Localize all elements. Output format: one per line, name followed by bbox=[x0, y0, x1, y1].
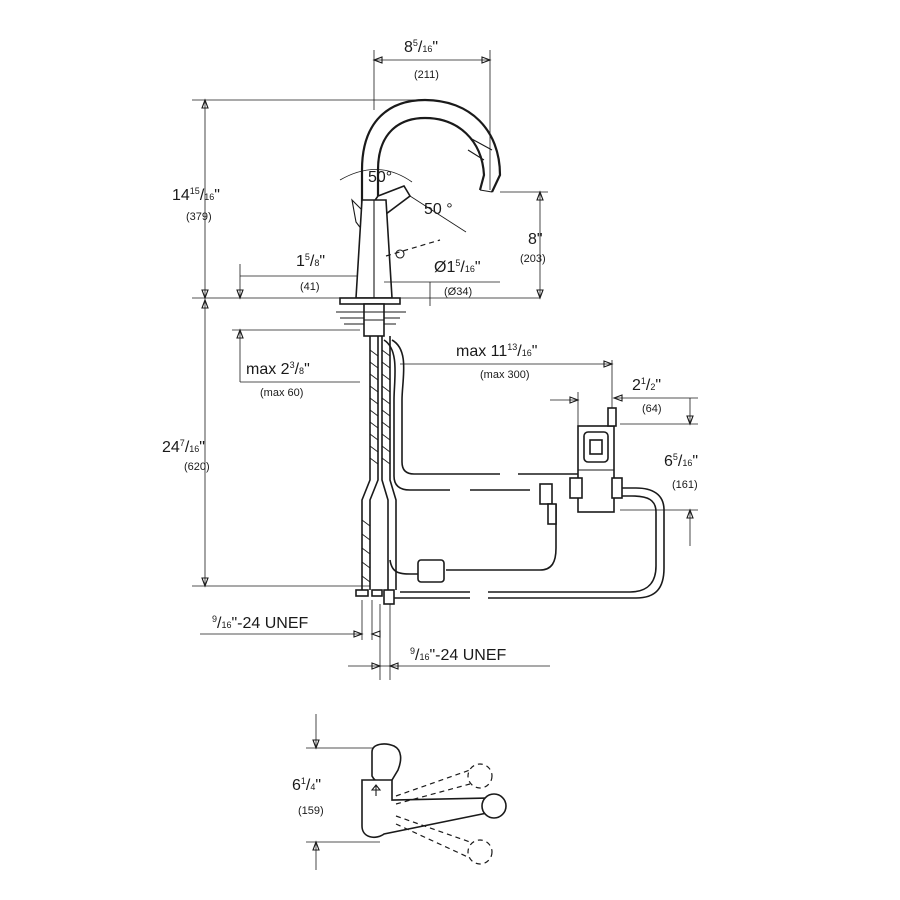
spout-tip bbox=[479, 189, 493, 193]
arrows-thread-right bbox=[371, 662, 399, 670]
escutcheon bbox=[339, 297, 401, 305]
top-view-arrow bbox=[370, 784, 382, 791]
control-box bbox=[569, 407, 623, 513]
thread-connector-center bbox=[371, 589, 383, 597]
thread-connector-left bbox=[355, 589, 369, 597]
lever-swing-line bbox=[385, 239, 441, 257]
top-view-base bbox=[361, 779, 493, 839]
label-total-height: 1415/16" bbox=[172, 186, 220, 204]
label-box-width: 21/2" bbox=[632, 376, 661, 394]
hoses bbox=[355, 336, 665, 605]
label-deck: max 23/8" bbox=[246, 360, 310, 378]
dimension-lines bbox=[192, 50, 698, 680]
label-reach-mm: (211) bbox=[414, 69, 439, 81]
arrows-reach bbox=[372, 56, 492, 64]
label-hose-length: 247/16" bbox=[162, 438, 205, 456]
arrows-box-width bbox=[569, 394, 623, 404]
label-thread-left: 9/16"-24 UNEF bbox=[212, 614, 309, 632]
label-spout-height-mm: (203) bbox=[520, 253, 546, 265]
arrows-spout-height bbox=[536, 190, 544, 300]
control-box-outlet bbox=[611, 477, 623, 499]
power-cable bbox=[389, 559, 440, 575]
spout-angle-arc bbox=[339, 169, 413, 183]
label-box-distance-mm: (max 300) bbox=[480, 369, 530, 381]
spout-inner bbox=[376, 116, 486, 300]
label-thread-right: 9/16"-24 UNEF bbox=[410, 646, 507, 664]
label-angle-spout: 50° bbox=[368, 169, 392, 186]
top-view-lever-end bbox=[481, 793, 507, 819]
supply-hose-right-2 bbox=[389, 336, 397, 590]
label-box-height: 65/16" bbox=[664, 452, 698, 470]
sensor-cable bbox=[391, 339, 500, 475]
arrows-hose-length bbox=[201, 298, 209, 588]
power-cable-out bbox=[446, 504, 557, 571]
top-view-swing-upper bbox=[395, 769, 471, 805]
lever-angle-arc bbox=[409, 195, 467, 233]
label-base-offset: 15/8" bbox=[296, 252, 325, 270]
label-box-distance: max 1113/16" bbox=[456, 342, 537, 360]
control-box-bracket bbox=[607, 407, 617, 427]
control-box-inlet bbox=[569, 477, 583, 499]
supply-hose-right bbox=[381, 336, 389, 590]
arrows-total-height bbox=[201, 98, 209, 300]
top-view-swing-upper-end bbox=[467, 763, 493, 789]
sensor-cable-b bbox=[383, 339, 450, 491]
top-view-spout bbox=[371, 743, 402, 785]
label-angle-lever: 50 ° bbox=[424, 201, 453, 218]
arrows-top-view bbox=[312, 739, 320, 851]
braid-texture bbox=[361, 349, 391, 583]
label-box-width-mm: (64) bbox=[642, 403, 662, 415]
outlet-hose-2 bbox=[400, 495, 657, 593]
supply-hose-left-2 bbox=[369, 336, 379, 590]
label-diameter: Ø15/16" bbox=[434, 258, 481, 276]
lever-pivot bbox=[395, 249, 405, 259]
label-top-view-depth-mm: (159) bbox=[298, 805, 324, 817]
arrows-box-height bbox=[686, 415, 694, 519]
power-supply-module bbox=[417, 559, 445, 583]
arrow-base-offset bbox=[236, 289, 244, 300]
arrow-deck bbox=[236, 328, 244, 339]
outlet-connector bbox=[383, 589, 395, 605]
label-spout-height: 8" bbox=[528, 231, 543, 248]
dimension-labels: 85/16" (211) 1415/16" (379) 50° 50 ° 8" … bbox=[162, 38, 698, 817]
label-diameter-mm: (Ø34) bbox=[444, 286, 472, 298]
label-total-height-mm: (379) bbox=[186, 211, 212, 223]
label-base-offset-mm: (41) bbox=[300, 281, 320, 293]
tee-fitting bbox=[539, 483, 553, 505]
spray-head bbox=[467, 137, 493, 161]
faucet-top-view bbox=[306, 714, 507, 870]
outlet-hose bbox=[392, 487, 665, 599]
label-box-height-mm: (161) bbox=[672, 479, 698, 491]
label-top-view-depth: 61/4" bbox=[292, 776, 321, 794]
lever-left bbox=[351, 198, 363, 231]
label-deck-mm: (max 60) bbox=[260, 387, 303, 399]
faucet-side-view bbox=[336, 98, 502, 337]
tee-fitting-down bbox=[547, 503, 557, 525]
arrow-box-distance bbox=[603, 360, 614, 368]
top-view-swing-lower-end bbox=[467, 839, 493, 865]
control-box-indicator bbox=[589, 439, 603, 455]
top-view-swing-lower bbox=[395, 815, 471, 859]
supply-hose-left bbox=[361, 336, 371, 590]
label-hose-length-mm: (620) bbox=[184, 461, 210, 473]
label-reach: 85/16" bbox=[404, 38, 438, 56]
